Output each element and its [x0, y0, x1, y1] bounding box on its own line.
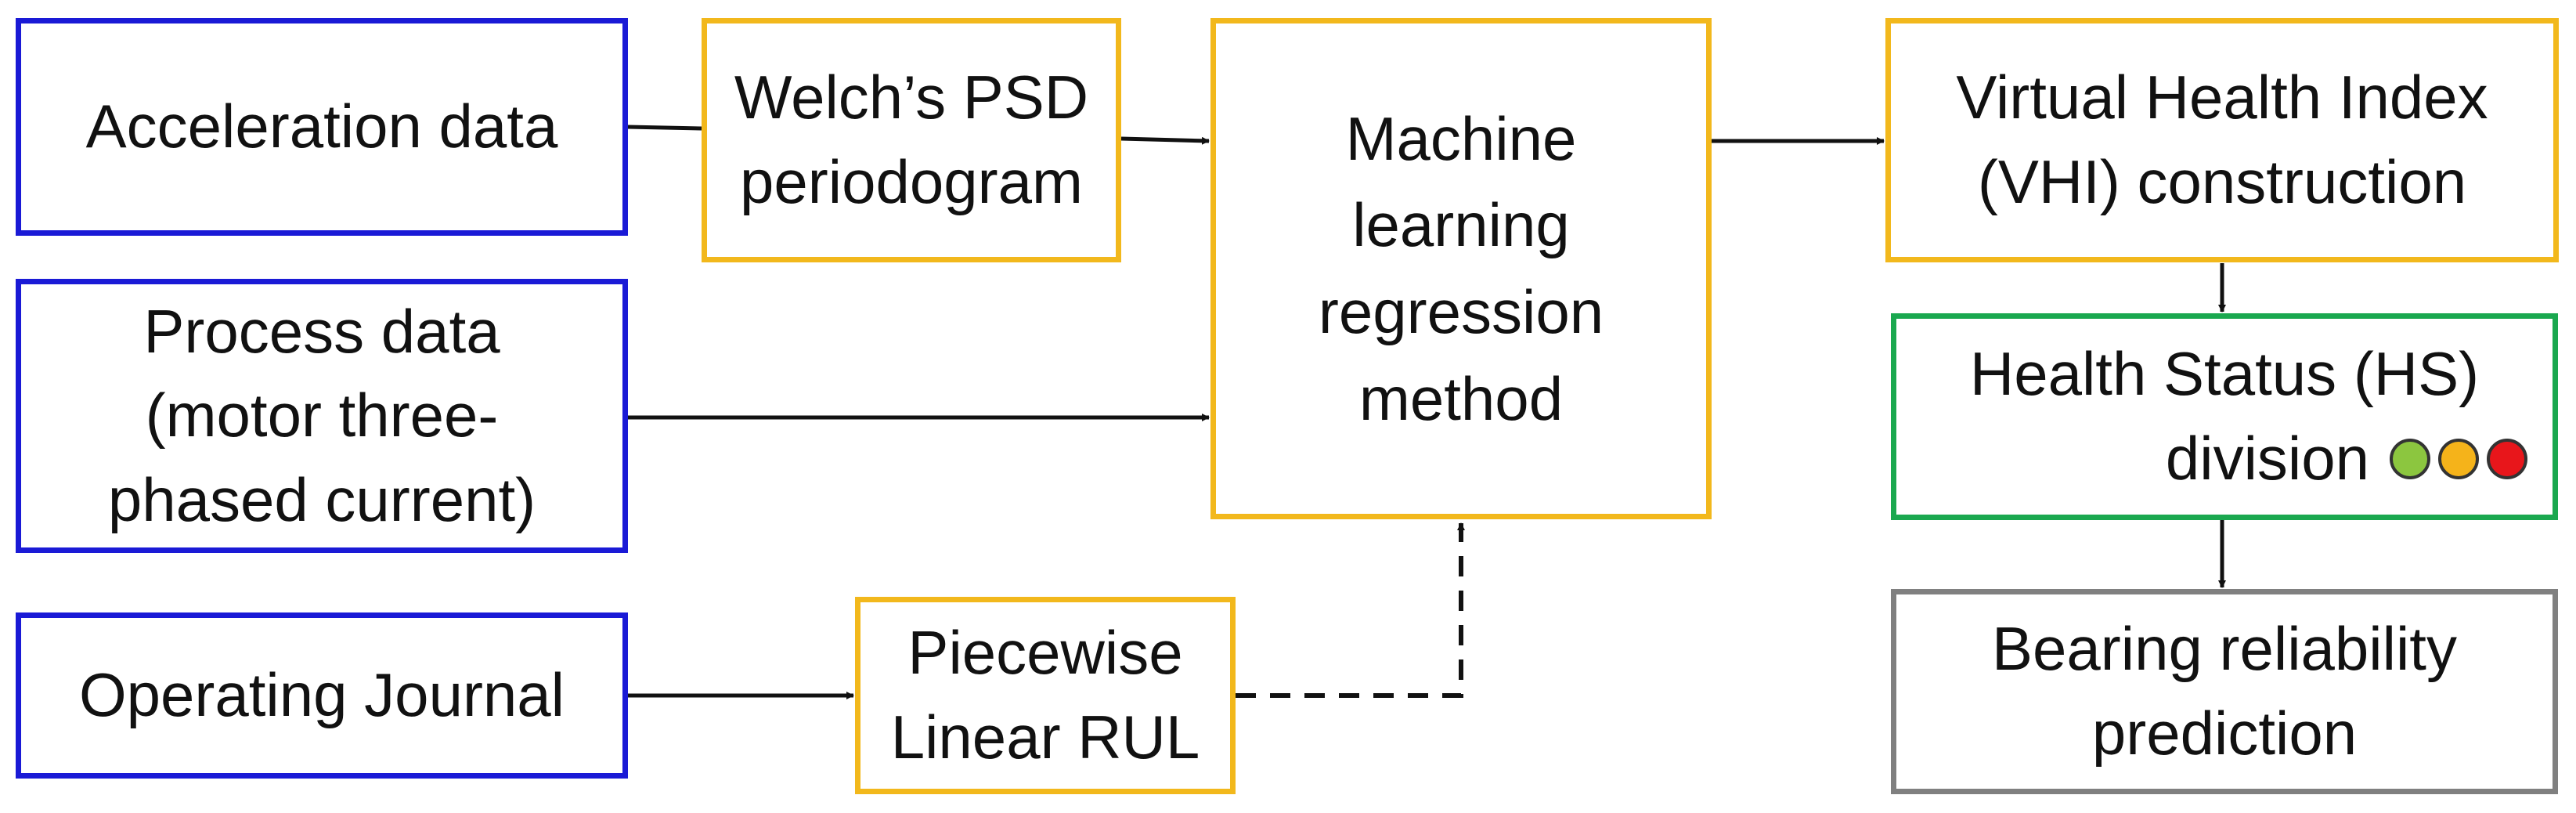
health-status-line-2-row: division	[1906, 417, 2543, 501]
critical-status-dot	[2487, 438, 2527, 479]
vhi-construction-line-2: (VHI) construction	[1977, 147, 2467, 216]
process-data-box: Process data (motor three- phased curren…	[16, 279, 628, 553]
health-status-box: Health Status (HS) division	[1891, 313, 2558, 520]
welch-psd-box: Welch’s PSD periodogram	[702, 18, 1121, 262]
ml-regression-line-2: learning	[1352, 190, 1570, 260]
arrow-acceleration-to-welch	[627, 125, 702, 131]
arrow-welch-to-ml	[1120, 136, 1210, 145]
healthy-status-dot	[2390, 438, 2430, 479]
piecewise-rul-line-2: Linear RUL	[890, 703, 1200, 771]
welch-psd-line-1: Welch’s PSD	[734, 63, 1089, 132]
process-data-line-2: (motor three-	[145, 381, 499, 450]
operating-journal-label: Operating Journal	[78, 660, 565, 730]
vhi-construction-box: Virtual Health Index (VHI) construction	[1885, 18, 2559, 262]
bearing-reliability-line-1: Bearing reliability	[1992, 614, 2457, 684]
bearing-reliability-line-2: prediction	[2091, 699, 2358, 768]
acceleration-data-box: Acceleration data	[16, 18, 628, 236]
process-data-line-3: phased current)	[107, 464, 536, 534]
ml-regression-box: Machine learning regression method	[1210, 18, 1712, 519]
acceleration-data-label: Acceleration data	[85, 92, 558, 161]
health-status-line-2: division	[2165, 424, 2369, 493]
bearing-reliability-box: Bearing reliability prediction	[1891, 589, 2558, 794]
ml-regression-line-1: Machine	[1345, 103, 1577, 173]
welch-psd-line-2: periodogram	[740, 147, 1083, 216]
process-data-line-1: Process data	[143, 296, 500, 366]
ml-regression-line-3: regression	[1318, 277, 1604, 346]
dashed-arrow-piecewise-to-ml	[1236, 522, 1465, 698]
piecewise-rul-box: Piecewise Linear RUL	[855, 597, 1236, 794]
ml-regression-line-4: method	[1358, 363, 1564, 433]
vhi-construction-line-1: Virtual Health Index	[1956, 63, 2488, 132]
piecewise-rul-line-1: Piecewise	[907, 618, 1183, 688]
health-status-line-1: Health Status (HS)	[1969, 339, 2480, 409]
operating-journal-box: Operating Journal	[16, 612, 628, 779]
warning-status-dot	[2438, 438, 2479, 479]
